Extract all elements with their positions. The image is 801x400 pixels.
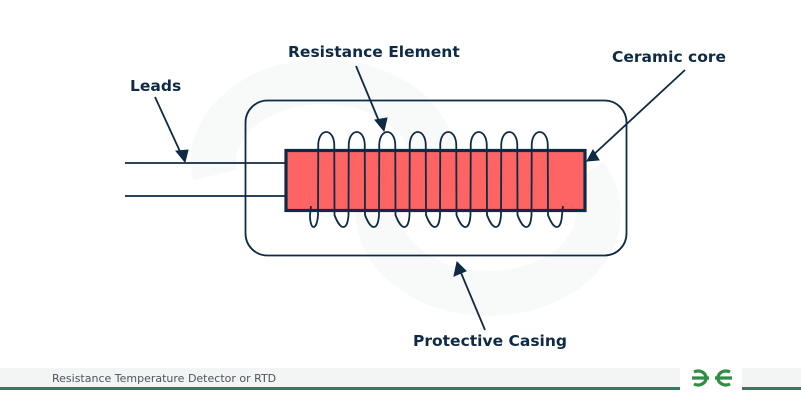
protective-casing-label: Protective Casing [413, 332, 567, 350]
gfg-logo-icon [692, 369, 732, 387]
protective-casing [244, 99, 628, 257]
ceramic-core [284, 148, 587, 213]
protective-casing-arrow [458, 267, 486, 331]
footer-divider [0, 387, 801, 390]
leads-arrowhead [175, 149, 189, 164]
protective-casing-arrowhead [453, 260, 467, 277]
resistance-element-arrowhead [374, 117, 388, 133]
coil-wire [309, 131, 564, 228]
ceramic-core-label: Ceramic core [612, 48, 726, 66]
logo-background [680, 364, 742, 396]
resistance-element-coil [309, 131, 564, 228]
resistance-element-label: Resistance Element [288, 43, 460, 61]
leads-arrow [154, 96, 184, 159]
ceramic-core-arrowhead [586, 148, 600, 162]
footer-band [0, 368, 801, 388]
leads-label: Leads [130, 77, 181, 95]
resistance-element-arrow [355, 65, 382, 127]
lead-wire-bottom [125, 195, 311, 207]
ceramic-core-arrow [590, 69, 686, 158]
footer-caption: Resistance Temperature Detector or RTD [52, 372, 277, 385]
arrows [154, 65, 686, 331]
